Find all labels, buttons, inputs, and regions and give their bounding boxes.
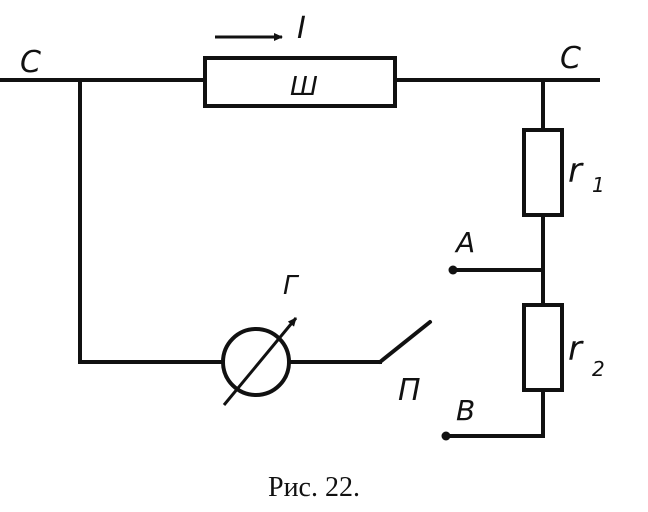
resistor-r2: [522, 303, 564, 392]
r2-subscript: 2: [592, 357, 605, 381]
terminal-a: [448, 265, 458, 275]
point-b-label: B: [456, 394, 475, 427]
resistor-r1: [522, 128, 564, 217]
node-left-label: C: [20, 45, 41, 80]
r1-label: r: [568, 151, 584, 191]
switch-label: П: [398, 373, 421, 408]
switch-blade: [378, 320, 432, 364]
current-label: I: [297, 11, 306, 46]
r1-subscript: 1: [592, 173, 605, 197]
node-right-label: C: [560, 41, 581, 76]
point-a-label: A: [454, 226, 475, 259]
shunt-resistor: [203, 56, 397, 108]
shunt-label: Ш: [290, 72, 318, 102]
figure-caption: Рис. 22.: [268, 472, 360, 503]
galvanometer-needle: [222, 317, 298, 406]
terminal-b: [441, 431, 451, 441]
galvanometer-label: Г: [283, 271, 300, 301]
r2-label: r: [568, 329, 584, 369]
